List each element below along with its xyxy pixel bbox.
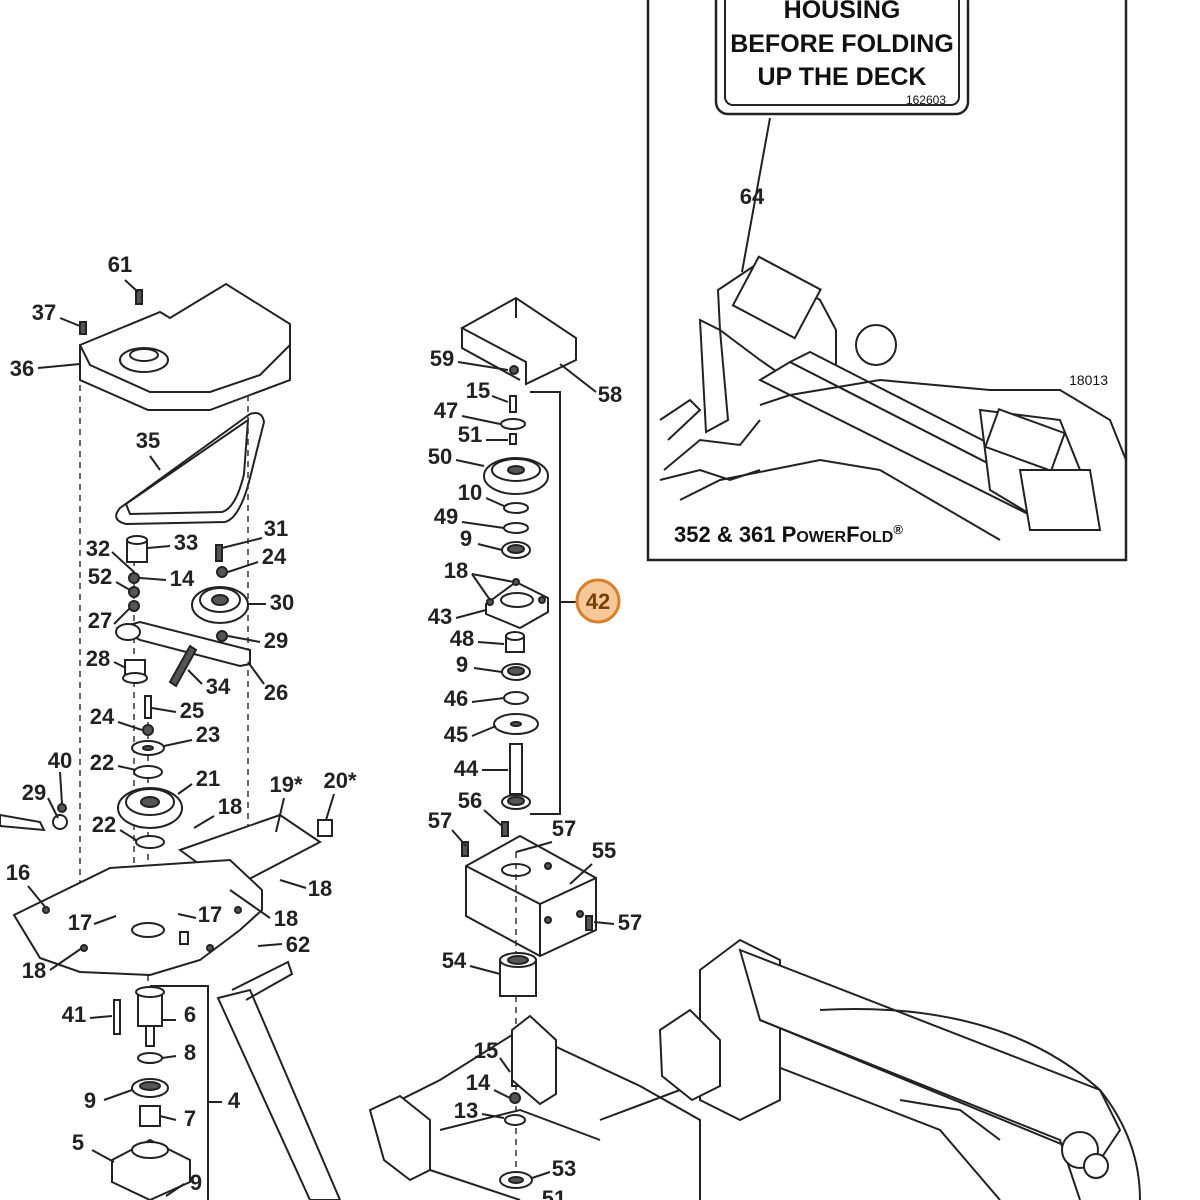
callout-5: 5 [72,1130,84,1155]
callout-15a: 15 [466,378,490,403]
caption-small-1: OWER [796,529,846,546]
callout-62: 62 [286,932,310,957]
callout-41: 41 [62,1002,86,1027]
highlight-label[interactable]: 42 [586,589,610,614]
callout-57c: 57 [618,910,642,935]
inset-caption: 352 & 361 POWERFOLD® [674,522,903,547]
callout-50: 50 [428,444,452,469]
callout-13: 13 [454,1098,478,1123]
callout-29b: 29 [22,780,46,805]
callout-43: 43 [428,604,452,629]
left-callouts: 61 37 36 35 31 32 33 24 52 14 30 27 29 2… [6,252,357,1197]
actuator-assembly [659,255,1127,541]
center-callouts: 59 58 15 47 51 50 10 49 9 18 43 48 9 46 … [428,346,642,1200]
callout-51b: 51 [542,1186,566,1200]
callout-7: 7 [184,1106,196,1131]
caption-reg: ® [893,522,903,537]
callout-18a: 18 [218,794,242,819]
callout-40: 40 [48,748,72,773]
warning-line-3: UP THE DECK [757,63,926,91]
callout-9c: 9 [460,526,472,551]
callout-58: 58 [598,382,622,407]
callout-25: 25 [180,698,204,723]
callout-9d: 9 [456,652,468,677]
callout-61: 61 [108,252,132,277]
callout-59: 59 [430,346,454,371]
highlight-circle[interactable] [575,578,621,624]
caption-small-2: OLD [860,529,894,546]
highlighted-callout-42[interactable]: 42 [560,578,621,624]
deck-frame [368,938,1141,1200]
warning-sign: HOUSING BEFORE FOLDING UP THE DECK 16260… [714,0,970,116]
callout-16: 16 [6,860,30,885]
callout-14b: 14 [466,1070,491,1095]
warning-sign-code: 162603 [906,93,946,107]
callout-55: 55 [592,838,616,863]
callout-9b: 9 [190,1170,202,1195]
callout-9a: 9 [84,1088,96,1113]
callout-22b: 22 [92,812,116,837]
callout-17b: 17 [198,902,222,927]
callout-45: 45 [444,722,468,747]
callout-4: 4 [228,1088,241,1113]
callout-37: 37 [32,300,56,325]
callout-33: 33 [174,530,198,555]
warning-line-2: BEFORE FOLDING [730,30,954,58]
callout-54: 54 [442,948,467,973]
callout-44: 44 [454,756,479,781]
callout-14a: 14 [170,566,195,591]
callout-23: 23 [196,722,220,747]
callout-36: 36 [10,356,34,381]
callout-8: 8 [184,1040,196,1065]
callout-18e: 18 [444,558,468,583]
callout-6: 6 [184,1002,196,1027]
callout-26: 26 [264,680,288,705]
caption-prefix: 352 & 361 P [674,522,796,547]
callout-31: 31 [264,516,288,541]
callout-30: 30 [270,590,294,615]
callout-57b: 57 [552,816,576,841]
callout-28: 28 [86,646,110,671]
callout-49: 49 [434,504,458,529]
callout-46: 46 [444,686,468,711]
callout-24a: 24 [262,544,287,569]
callout-56: 56 [458,788,482,813]
caption-mid: F [846,522,859,547]
callout-64: 64 [740,184,765,209]
callout-48: 48 [450,626,474,651]
inset-panel: HOUSING BEFORE FOLDING UP THE DECK 16260… [646,0,1128,562]
callout-32: 32 [86,536,110,561]
callout-53: 53 [552,1156,576,1181]
callout-18c: 18 [274,906,298,931]
inset-figure-number: 18013 [1069,372,1108,388]
callout-17a: 17 [68,910,92,935]
callout-21: 21 [196,766,220,791]
callout-24b: 24 [90,704,115,729]
callout-18d: 18 [22,958,46,983]
callout-34: 34 [206,674,231,699]
callout-47: 47 [434,398,458,423]
callout-10: 10 [458,480,482,505]
callout-57a: 57 [428,808,452,833]
callout-27: 27 [88,608,112,633]
callout-20: 20* [323,768,356,793]
callout-29a: 29 [264,628,288,653]
left-drive-assembly [0,282,342,1200]
callout-18b: 18 [308,876,332,901]
callout-52: 52 [88,564,112,589]
callout-19: 19* [269,772,302,797]
callout-35: 35 [136,428,160,453]
callout-51a: 51 [458,422,482,447]
warning-line-1: HOUSING [784,0,901,24]
callout-22a: 22 [90,750,114,775]
